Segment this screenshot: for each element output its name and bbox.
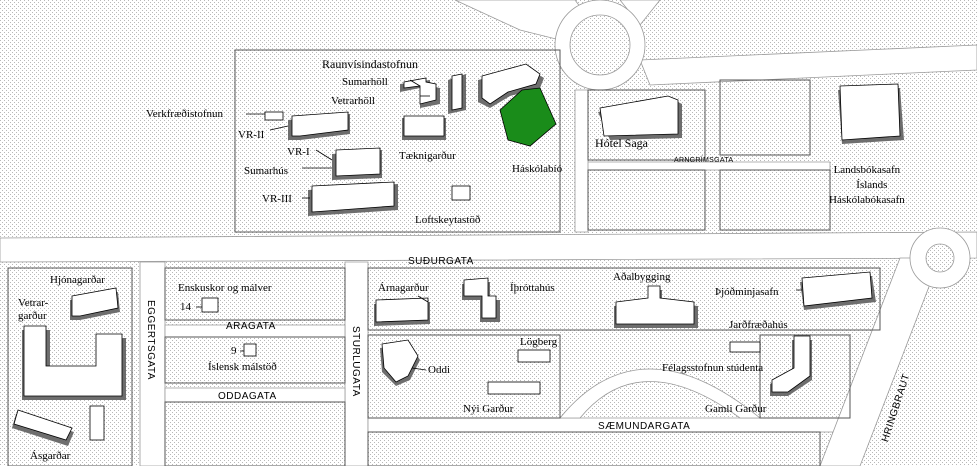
label-nyi-gardur: Nýi Garður — [463, 403, 514, 415]
building-asgardar — [12, 405, 105, 446]
label-thjodminjasafn: Þjóðminjasafn — [715, 286, 779, 298]
label-loftskeytastod: Loftskeytastöð — [415, 214, 481, 226]
label-landsbokasafn-line2: Íslands — [856, 179, 888, 191]
road-sudurgata — [0, 231, 977, 263]
label-vetrargardur-line2: garður — [18, 310, 47, 322]
building-vr3 — [308, 181, 398, 216]
street-aragata: ARAGATA — [226, 321, 276, 332]
label-vr1: VR-I — [287, 146, 310, 158]
label-vetrargardur-line1: Vetrar- — [18, 297, 49, 309]
label-landsbokasafn: Landsbókasafn Íslands Háskólabókasafn — [829, 163, 905, 208]
house-number-enskuskor: 14 — [180, 301, 191, 313]
block-bottom — [367, 431, 821, 466]
street-saemundargata: SÆMUNDARGATA — [598, 421, 691, 432]
label-enskuskor: Enskuskor og málver — [178, 282, 272, 294]
building-landsbokasafn — [838, 83, 904, 144]
label-sumarhus: Sumarhús — [244, 165, 288, 177]
block-main-north — [234, 49, 561, 233]
label-sumarholl: Sumarhöll — [342, 76, 388, 88]
building-hjonagardar — [70, 287, 120, 320]
building-adalbygging — [614, 285, 698, 328]
building-vetrargardur — [22, 325, 126, 400]
leader-lines — [196, 79, 802, 371]
label-landsbokasafn-line3: Háskólabókasafn — [829, 194, 905, 206]
label-jardfraedihus: Jarðfræðahús — [729, 319, 788, 331]
street-arngrimsgata: ARNGRÍMSGATA — [674, 157, 734, 164]
haskolabio-highlight — [499, 87, 557, 147]
block-enskuskor — [164, 267, 346, 321]
building-vr1 — [332, 147, 382, 180]
building-verkfraedistofnun — [264, 111, 284, 121]
building-gamli-gardur — [770, 335, 812, 396]
label-islensk-malstod: Íslensk málstöð — [208, 361, 277, 373]
label-haskolabio: Háskólabíó — [512, 163, 563, 175]
building-jardfraedihus — [729, 341, 761, 353]
roundabout-east-inner — [925, 243, 955, 273]
street-sturlugata: STURLUGATA — [350, 326, 361, 397]
label-asgardar: Ásgarðar — [30, 450, 71, 462]
label-vetrargardur: Vetrar- garður — [18, 297, 48, 323]
building-enskuskor — [201, 297, 219, 313]
building-loftskeytastod — [451, 185, 471, 201]
label-logberg: Lögberg — [520, 336, 558, 348]
building-oddi — [380, 339, 420, 386]
street-oddagata: ODDAGATA — [218, 391, 277, 402]
block-south-hotel — [587, 169, 706, 231]
label-hotel-saga: Hótel Saga — [595, 136, 648, 150]
building-ithrottahus — [462, 277, 500, 322]
building-logberg — [517, 349, 551, 363]
label-gamli-gardur: Gamli Garður — [705, 403, 767, 415]
building-arnagardur — [374, 297, 430, 326]
label-landsbokasafn-line1: Landsbókasafn — [833, 164, 901, 176]
road-eggertsgata — [139, 261, 166, 466]
label-felagsstofnun: Félagsstofnun stúdenta — [662, 362, 764, 374]
building-raunvisindastofnun — [400, 73, 466, 114]
label-vr2: VR-II — [238, 129, 265, 141]
label-arnagardur: Árnagarður — [378, 282, 429, 294]
building-nyi-gardur — [487, 381, 541, 395]
roundabout-inner — [569, 14, 631, 76]
road-west-of-hotel — [574, 89, 589, 233]
label-vr3: VR-III — [262, 193, 292, 205]
block-hotel — [587, 89, 706, 161]
label-hjonagardar: Hjónagarðar — [50, 274, 105, 286]
label-taeknigardur: Tæknigarður — [399, 150, 456, 162]
buildings — [12, 63, 904, 446]
block-oddi — [367, 334, 561, 419]
road-east — [639, 44, 977, 86]
building-malstod — [243, 343, 257, 357]
label-raunvisindastofnun: Raunvísindastofnun — [322, 57, 418, 71]
block-adalbygging — [367, 267, 881, 331]
block-outlines — [7, 49, 881, 466]
block-malstod — [164, 336, 346, 384]
block-south-west — [164, 401, 346, 466]
building-haskolabio — [478, 63, 557, 147]
block-hjonagardar — [7, 267, 133, 466]
building-vr2 — [288, 111, 350, 140]
label-vetrarholl: Vetrarhöll — [331, 95, 375, 107]
block-east-south — [719, 169, 831, 231]
label-oddi: Oddi — [428, 364, 450, 376]
house-number-malstod: 9 — [231, 345, 237, 357]
label-adalbygging: Aðalbygging — [613, 271, 671, 283]
building-hotel-saga — [598, 95, 682, 140]
building-thjodminjasafn — [800, 271, 876, 310]
label-verkfraedistofnun: Verkfræðistofnun — [146, 108, 223, 120]
block-small-east — [719, 79, 811, 156]
label-ithrottahus: Íþróttahús — [510, 282, 555, 294]
road-loop — [559, 368, 762, 419]
street-eggertsgata: EGGERTSGATA — [145, 300, 156, 380]
building-taeknigardur — [402, 115, 446, 140]
street-sudurgata: SUÐURGATA — [408, 256, 474, 267]
block-gamli — [759, 334, 851, 419]
